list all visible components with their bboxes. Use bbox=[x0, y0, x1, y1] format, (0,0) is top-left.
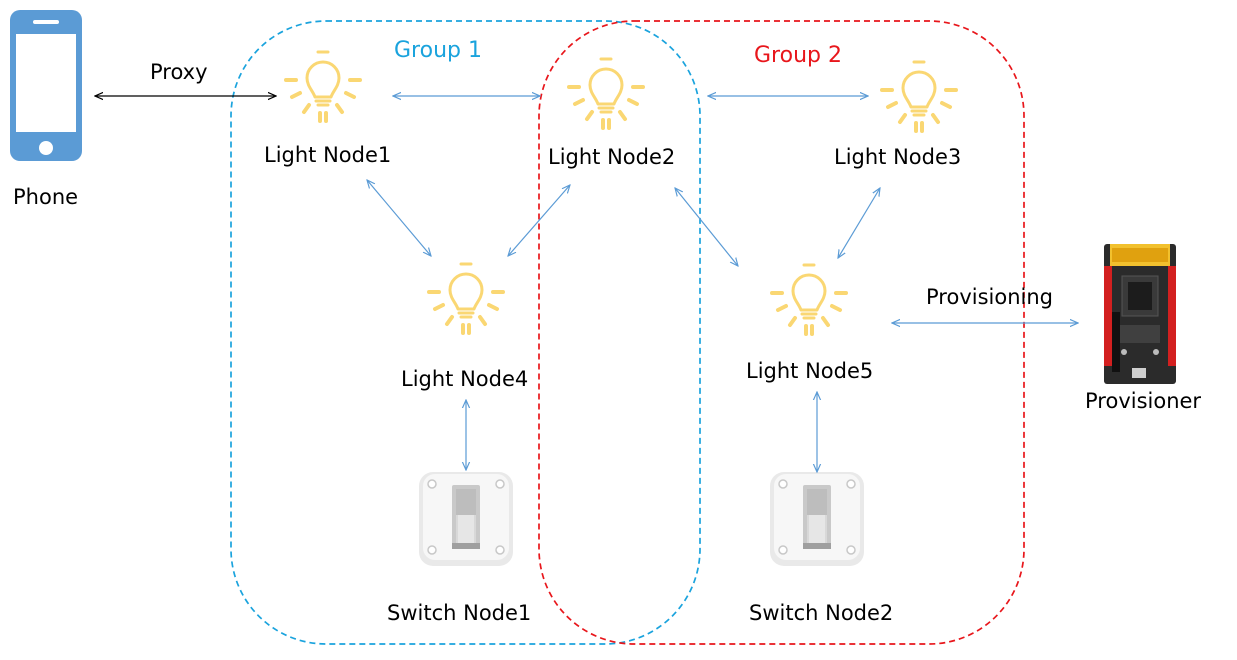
light-bulb-icon bbox=[284, 50, 362, 123]
light-bulb-icon bbox=[880, 60, 958, 133]
toggle-switch-icon bbox=[769, 471, 865, 567]
group2-label: Group 2 bbox=[754, 43, 842, 68]
provisioner-label: Provisioner bbox=[1085, 389, 1202, 413]
group2-boundary bbox=[538, 20, 1025, 645]
group1-label: Group 1 bbox=[394, 38, 482, 63]
light-node1-label: Light Node1 bbox=[264, 143, 392, 167]
light-node3-label: Light Node3 bbox=[834, 145, 962, 169]
smartphone-icon bbox=[10, 10, 82, 161]
light-bulb-icon bbox=[567, 57, 645, 130]
proxy-label: Proxy bbox=[150, 60, 208, 84]
light-node5-label: Light Node5 bbox=[746, 359, 874, 383]
switch-node2-label: Switch Node2 bbox=[749, 601, 894, 625]
light-bulb-icon bbox=[427, 262, 505, 335]
link-node2-node5 bbox=[675, 188, 738, 266]
link-node1-node4 bbox=[367, 180, 431, 256]
provisioning-label: Provisioning bbox=[926, 285, 1053, 309]
phone-label: Phone bbox=[13, 185, 79, 209]
link-node2-node4 bbox=[508, 185, 570, 256]
light-node2-label: Light Node2 bbox=[548, 145, 676, 169]
dev-board-icon bbox=[1104, 244, 1176, 384]
link-node3-node5 bbox=[838, 188, 880, 258]
light-bulb-icon bbox=[770, 263, 848, 336]
group1-boundary bbox=[230, 20, 701, 645]
light-node4-label: Light Node4 bbox=[401, 367, 529, 391]
switch-node1-label: Switch Node1 bbox=[387, 601, 532, 625]
toggle-switch-icon bbox=[418, 471, 514, 567]
